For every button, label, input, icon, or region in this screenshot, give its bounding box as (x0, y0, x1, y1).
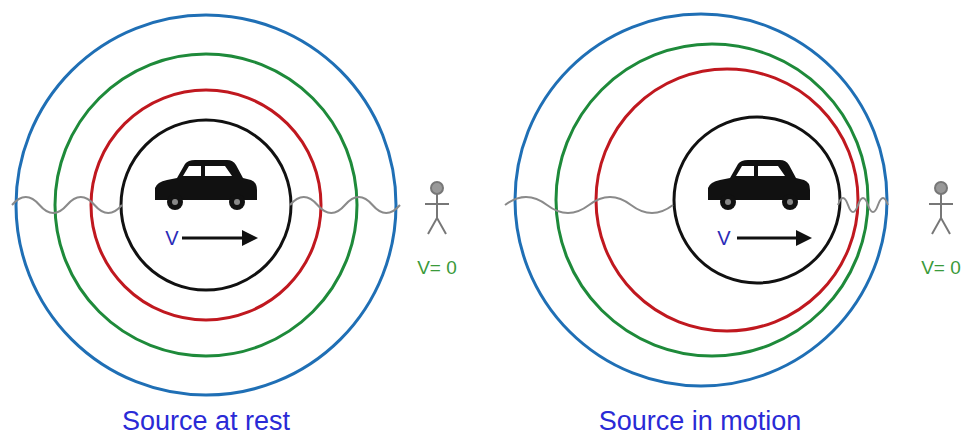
velocity-label: V (165, 227, 178, 249)
observer-figure (425, 182, 449, 234)
observer-velocity: V= 0 (417, 258, 457, 279)
panel-caption: Source in motion (599, 407, 802, 437)
wavefronts-rest (16, 15, 396, 395)
observer-figure (929, 182, 953, 234)
wavefronts-motion (515, 14, 887, 386)
car-icon (708, 160, 810, 210)
panel-caption: Source at rest (122, 407, 290, 437)
sound-wave (505, 197, 888, 213)
velocity-arrow (737, 230, 812, 246)
velocity-label: V (717, 227, 730, 249)
velocity-arrow (182, 230, 258, 246)
observer-velocity: V= 0 (921, 258, 961, 279)
car-icon (155, 160, 257, 210)
